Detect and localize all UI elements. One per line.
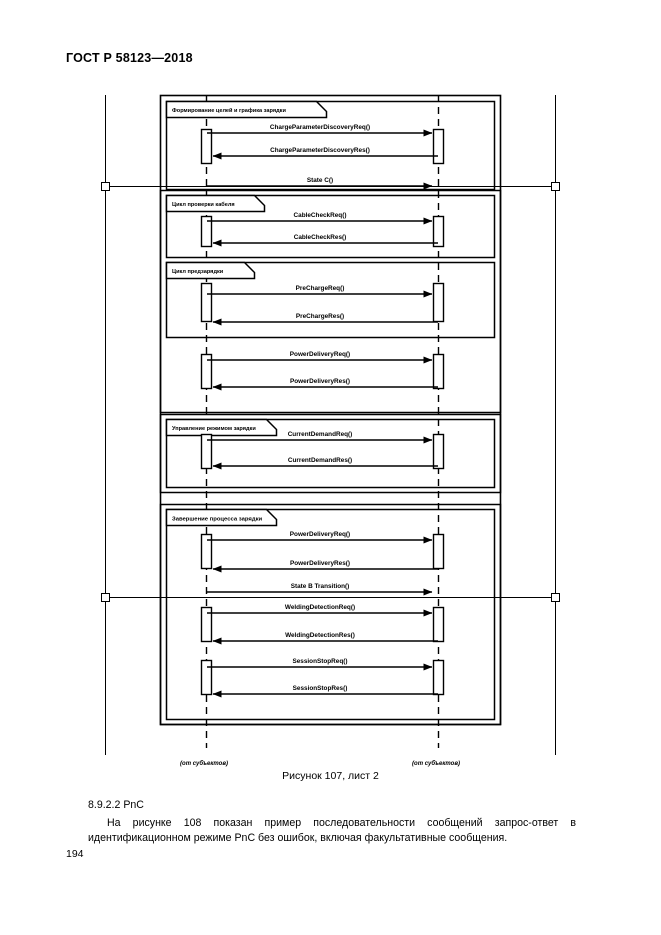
message-m3: State C() — [207, 177, 433, 190]
standard-header: ГОСТ Р 58123—2018 — [66, 51, 193, 65]
body-paragraph: На рисунке 108 показан пример последоват… — [88, 816, 576, 845]
fragment-charge-schedule: Формирование целей и графика зарядки — [165, 100, 496, 191]
fragment-label: Формирование целей и графика зарядки — [172, 107, 286, 114]
fragment-charge-end: Завершение процесса зарядки — [159, 503, 502, 726]
message-label: PowerDeliveryRes() — [290, 378, 350, 385]
figure-caption: Рисунок 107, лист 2 — [282, 770, 379, 782]
lifeline-footers: (от субъектов) (от субъектов) — [180, 760, 460, 767]
message-label: PreChargeReq() — [296, 285, 345, 292]
message-label: State B Transition() — [291, 583, 350, 590]
group-box-charging-start — [159, 189, 502, 414]
fragment-label: Завершение процесса зарядки — [172, 517, 263, 523]
fragment-precharge: Цикл предзарядки — [165, 261, 496, 339]
message-m15: WeldingDetectionReq() — [207, 604, 433, 617]
fragment-label: Управление режимом зарядки — [172, 426, 256, 432]
message-label: ChargeParameterDiscoveryReq() — [270, 124, 370, 131]
message-m9: PowerDeliveryRes() — [212, 378, 438, 391]
message-label: SessionStopReq() — [292, 658, 347, 665]
message-label: WeldingDetectionReq() — [285, 604, 355, 611]
fragment-label: Цикл проверки кабеля — [172, 201, 235, 208]
message-label: PowerDeliveryReq() — [290, 531, 350, 538]
message-label: State C() — [307, 177, 333, 184]
fragment-charge-control: Управление режимом зарядки — [159, 413, 502, 494]
fragment-cable-check: Цикл проверки кабеля — [165, 194, 496, 259]
message-m1: ChargeParameterDiscoveryReq() — [207, 124, 433, 137]
message-label: CurrentDemandRes() — [288, 457, 352, 464]
lifeline-footer-left: (от субъектов) — [180, 760, 228, 767]
message-label: WeldingDetectionRes() — [285, 632, 355, 639]
message-label: ChargeParameterDiscoveryRes() — [270, 147, 370, 154]
activation-bars — [200, 128, 445, 696]
message-label: CableCheckReq() — [294, 212, 347, 219]
message-m18: SessionStopRes() — [212, 685, 438, 698]
message-m16: WeldingDetectionRes() — [212, 632, 438, 645]
page-number: 194 — [66, 848, 84, 860]
message-m4: CableCheckReq() — [207, 212, 433, 225]
message-m10: CurrentDemandReq() — [207, 431, 433, 444]
sequence-diagram-figure: Формирование целей и графика зарядки Цик… — [101, 94, 560, 767]
message-m11: CurrentDemandRes() — [212, 457, 438, 470]
messages: ChargeParameterDiscoveryReq() ChargePara… — [207, 124, 438, 698]
message-m7: PreChargeRes() — [212, 313, 438, 326]
message-m2: ChargeParameterDiscoveryRes() — [212, 147, 438, 160]
message-label: PreChargeRes() — [296, 313, 344, 320]
lifeline-footer-right: (от субъектов) — [412, 760, 460, 767]
message-label: PowerDeliveryReq() — [290, 351, 350, 358]
section-heading: 8.9.2.2 PnC — [88, 799, 144, 811]
message-m17: SessionStopReq() — [207, 658, 433, 671]
message-label: CableCheckRes() — [294, 234, 347, 241]
message-label: CurrentDemandReq() — [288, 431, 353, 438]
body-text-block: 8.9.2.2 PnC На рисунке 108 показан приме… — [88, 798, 576, 847]
message-m12: PowerDeliveryReq() — [207, 531, 433, 544]
crop-mark-squares — [101, 182, 560, 602]
message-m6: PreChargeReq() — [207, 285, 433, 298]
message-label: PowerDeliveryRes() — [290, 560, 350, 567]
message-label: SessionStopRes() — [293, 685, 348, 692]
message-m8: PowerDeliveryReq() — [207, 351, 433, 364]
fragment-label: Цикл предзарядки — [172, 269, 224, 275]
message-m14: State B Transition() — [207, 583, 433, 596]
message-m5: CableCheckRes() — [212, 234, 438, 247]
message-m13: PowerDeliveryRes() — [212, 560, 438, 573]
